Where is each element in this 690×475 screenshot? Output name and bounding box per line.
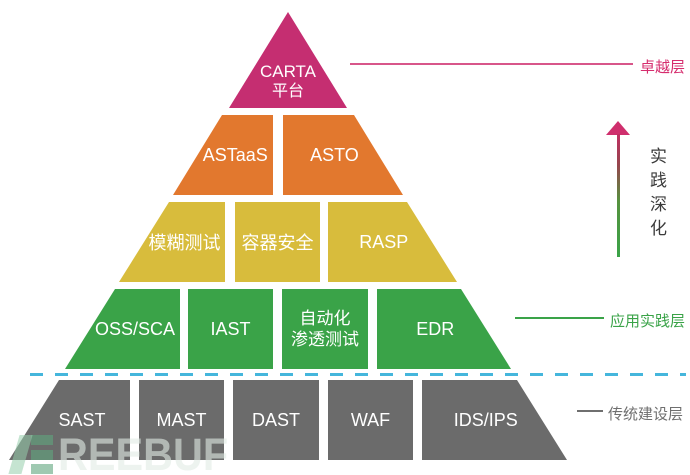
block-label: CARTA — [259, 62, 317, 81]
block-rasp: RASP — [328, 202, 457, 282]
practice-layer-callout-line — [515, 317, 604, 319]
up-arrow-gradient-shaft — [617, 134, 620, 257]
block-automated-pentest: 自动化 渗透测试 — [282, 289, 368, 369]
block-iast: IAST — [188, 289, 273, 369]
block-label: ASTaaS — [202, 144, 268, 165]
block-label: 平台 — [271, 83, 304, 100]
traditional-layer-label: 传统建设层 — [608, 406, 684, 423]
block-label: MAST — [156, 409, 207, 430]
block-dast: DAST — [233, 380, 319, 460]
block-label: 模糊测试 — [148, 233, 221, 253]
block-edr: EDR — [377, 289, 511, 369]
traditional-layer-callout-line — [577, 410, 603, 412]
practice-deepening-label: 实践深化 — [647, 147, 666, 243]
freebuf-logo-icon — [8, 435, 33, 474]
block-label: 容器安全 — [241, 233, 314, 253]
block-label: DAST — [251, 409, 300, 430]
block-label: ASTO — [310, 144, 359, 165]
block-oss-sca: OSS/SCA — [65, 289, 180, 369]
block-mast: MAST — [139, 380, 224, 460]
excellence-layer-callout-line — [350, 63, 633, 65]
block-label: SAST — [58, 409, 106, 430]
layer-divider-dashed-line — [30, 373, 686, 376]
block-carta-platform: CARTA 平台 — [229, 12, 347, 108]
block-asto: ASTO — [283, 115, 403, 195]
block-label: IAST — [210, 318, 251, 339]
block-container-security: 容器安全 — [235, 202, 320, 282]
excellence-layer-label: 卓越层 — [640, 59, 686, 76]
block-label: IDS/IPS — [453, 409, 518, 430]
practice-layer-label: 应用实践层 — [610, 313, 686, 330]
block-fuzz-testing: 模糊测试 — [119, 202, 225, 282]
watermark-text: REEBUF — [58, 429, 229, 475]
freebuf-logo-icon — [31, 435, 53, 474]
block-label: 自动化 渗透测试 — [291, 309, 359, 349]
block-ids-ips: IDS/IPS — [422, 380, 567, 460]
block-label: WAF — [350, 409, 391, 430]
block-label: EDR — [416, 318, 455, 339]
block-astaas: ASTaaS — [173, 115, 273, 195]
block-label: RASP — [359, 231, 409, 252]
block-waf: WAF — [328, 380, 413, 460]
up-arrow-icon — [606, 121, 630, 135]
freebuf-watermark: REEBUF — [8, 429, 243, 475]
block-label: OSS/SCA — [94, 318, 176, 339]
